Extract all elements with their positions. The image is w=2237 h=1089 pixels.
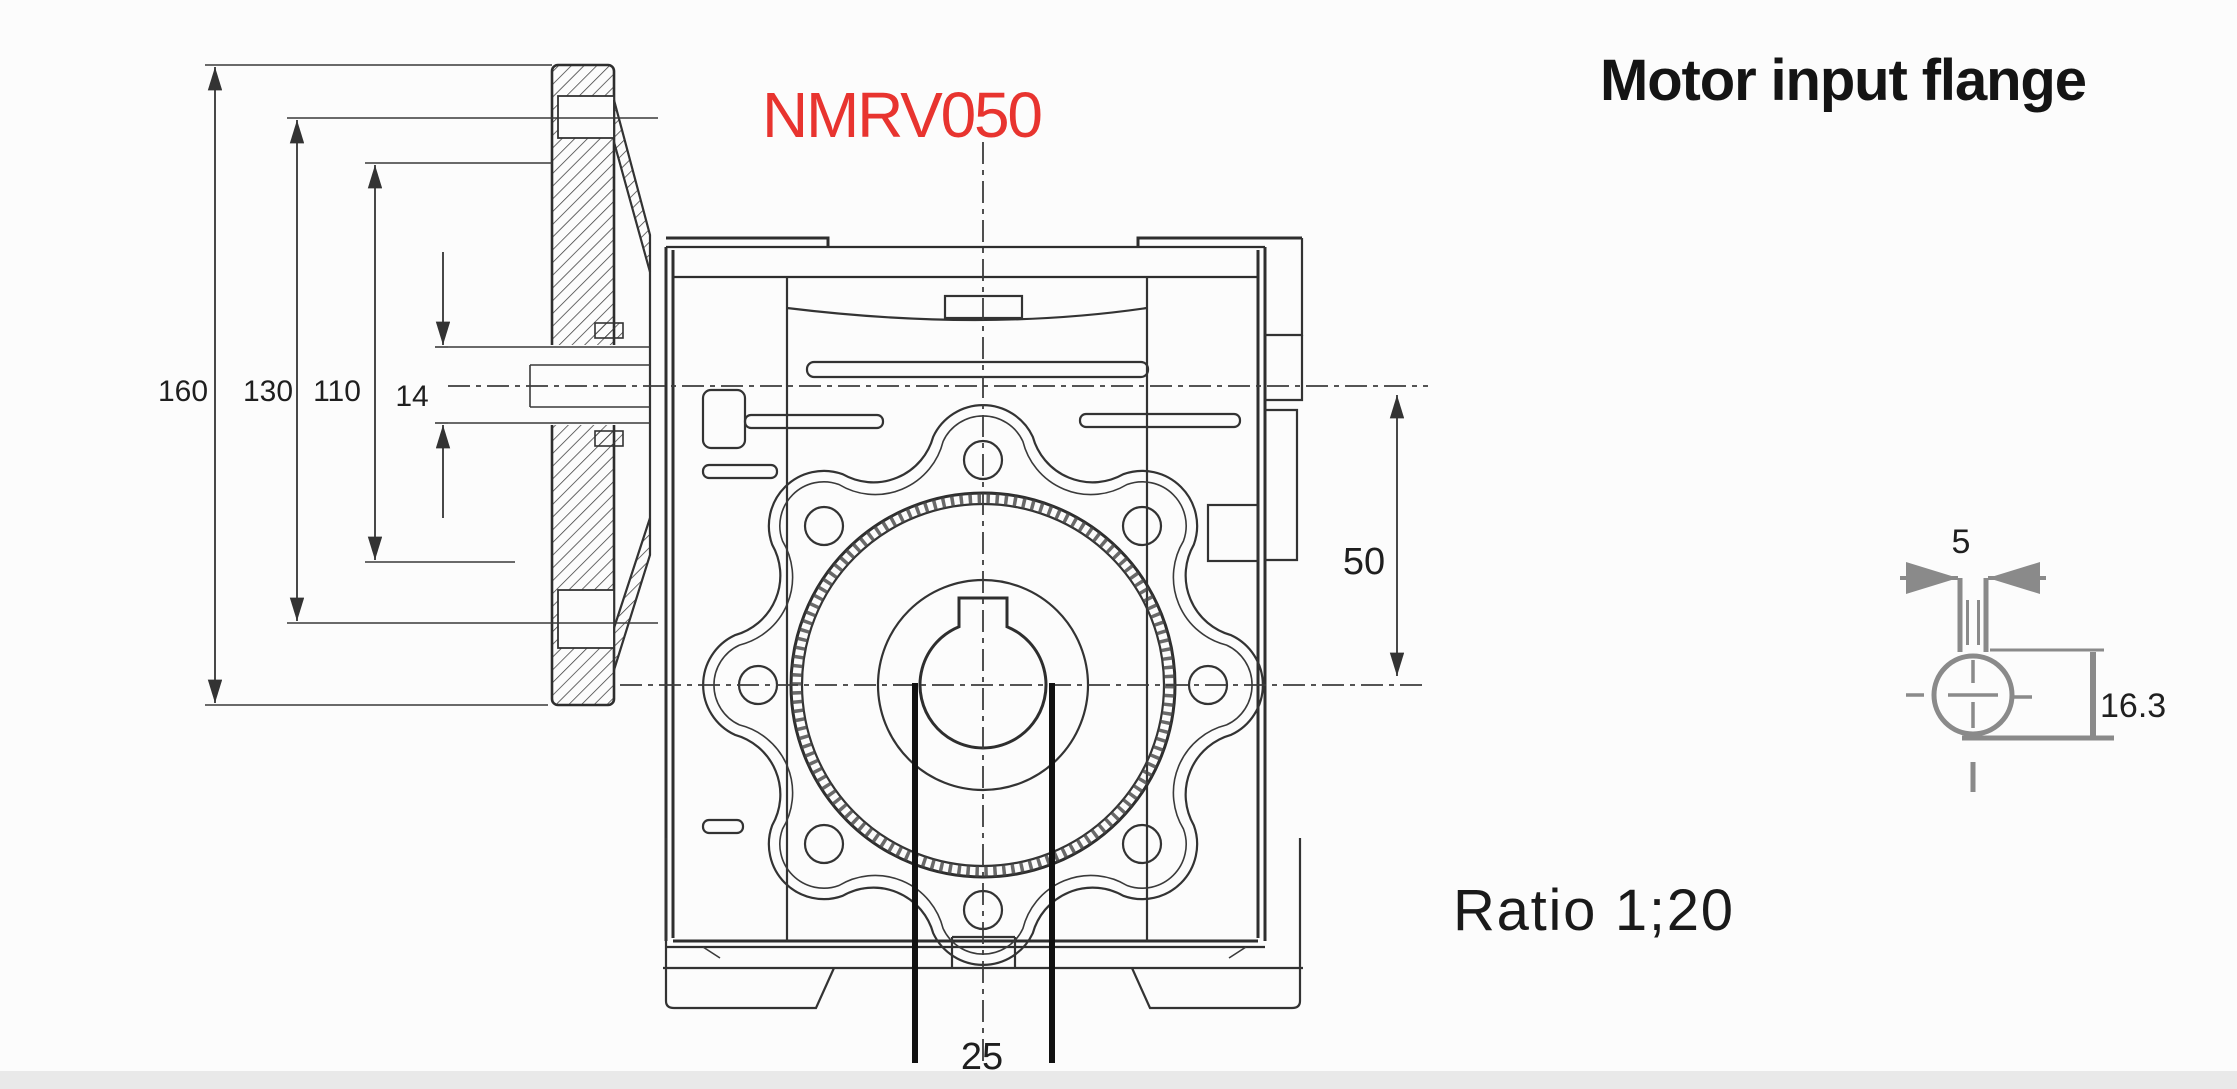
dim-16-3-label: 16.3 [2100,687,2166,725]
output-bore-dimension: 25 [912,683,1055,1078]
right-wall-block [1206,503,1260,563]
center-height-dimension: 50 [1343,395,1405,676]
flange-center-bore-gap [548,345,618,425]
page-title: Motor input flange [1600,48,2087,113]
model-label: NMRV050 [762,79,1043,151]
output-shaft-key-detail: 5 16.3 [1900,523,2166,792]
detail-centerlines [1906,660,2032,792]
dim-14-label: 14 [395,380,428,413]
flange-bolt-hole-bottom [557,589,615,649]
housing-right-bosses [1265,238,1304,562]
ratio-label: Ratio 1;20 [1453,878,1733,943]
side-tab-left-lower [701,818,745,835]
worm-shaft-collar [701,388,747,450]
gearbox-front-view: 25 50 [448,142,1428,1078]
centerlines [448,142,1428,1066]
flange-dimensions: 160 130 110 14 [158,64,658,706]
input-shaft-bore [448,322,650,447]
flange-bolt-hole-top [557,95,615,139]
cooling-fin-top [805,360,1150,379]
output-bore-keyway [918,596,1048,750]
dim-25-label: 25 [961,1036,1003,1078]
cooling-fin-right [1078,412,1242,429]
dim-160-label: 160 [158,375,208,408]
cooling-fin-left-lower [701,463,779,480]
dim-130-label: 130 [243,375,293,408]
shaft-section-circle [1931,653,2015,737]
scan-edge-strip [0,1071,2237,1089]
flange-cone [612,99,652,671]
dim-110-label: 110 [313,375,361,408]
dim-50-label: 50 [1343,541,1385,583]
input-flange-section-view [448,63,652,707]
housing-outline [664,236,1302,949]
dim-5-label: 5 [1952,523,1971,561]
